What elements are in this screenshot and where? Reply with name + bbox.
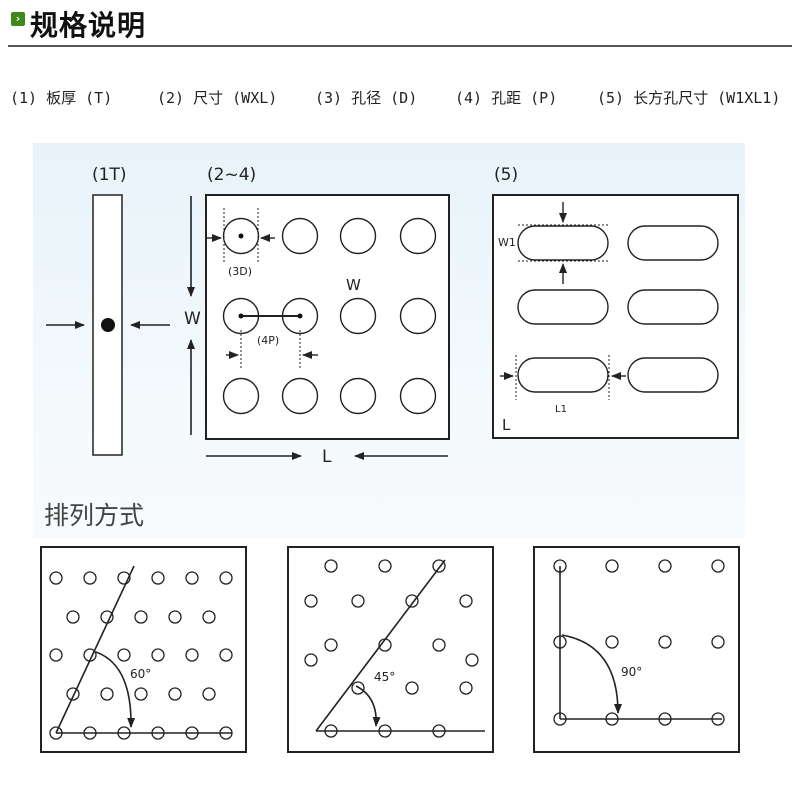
- pattern-hole: [49, 571, 63, 585]
- figure-slot-size: (5) W1 L1 L: [492, 165, 739, 439]
- angle-45-label: 45°: [374, 670, 395, 684]
- inner-w-label: W: [346, 276, 361, 294]
- spec-item-slot-size: (5) 长方孔尺寸 (W1XL1): [597, 89, 781, 107]
- angle-90-label: 90°: [621, 665, 642, 679]
- spec-item-hole-pitch: (4) 孔距 (P): [455, 89, 558, 107]
- pattern-hole: [219, 648, 233, 662]
- pattern-hole: [324, 559, 338, 573]
- round-hole: [281, 217, 319, 255]
- round-hole: [399, 297, 437, 335]
- pattern-hole: [185, 648, 199, 662]
- hole-dot: [101, 318, 115, 332]
- arrangement-90-deg: 90°: [533, 546, 740, 753]
- l-dimension-label: L: [322, 447, 332, 467]
- round-hole: [399, 217, 437, 255]
- pattern-hole: [658, 635, 672, 649]
- figure-slot-label: (5): [494, 165, 518, 185]
- pattern-hole: [605, 559, 619, 573]
- pattern-hole: [658, 559, 672, 573]
- pattern-hole: [134, 610, 148, 624]
- header-divider: [8, 45, 792, 47]
- spec-item-size: (2) 尺寸 (WXL): [157, 89, 278, 107]
- l1-label: L1: [555, 404, 567, 415]
- angle-60-label: 60°: [130, 667, 151, 681]
- spec-item-hole-diameter: (3) 孔径 (D): [315, 89, 418, 107]
- w-dimension-label: W: [184, 309, 201, 329]
- pattern-hole: [83, 571, 97, 585]
- round-hole: [399, 377, 437, 415]
- arrow-badge-icon: ›: [11, 12, 25, 26]
- arrangement-60-deg: 60°: [40, 546, 247, 753]
- pattern-hole: [378, 559, 392, 573]
- spec-list: (1) 板厚 (T) (2) 尺寸 (WXL) (3) 孔径 (D) (4) 孔…: [10, 87, 800, 111]
- round-hole: [222, 377, 260, 415]
- pattern-hole: [459, 681, 473, 695]
- pattern-hole: [168, 610, 182, 624]
- arrangement-45-deg: 45°: [287, 546, 494, 753]
- slot-hole: [627, 225, 719, 261]
- slot-grid: [517, 225, 719, 393]
- pattern-hole: [202, 610, 216, 624]
- pattern-hole: [100, 687, 114, 701]
- pattern-hole: [711, 635, 725, 649]
- pattern-hole: [185, 571, 199, 585]
- pattern-hole: [405, 594, 419, 608]
- hole-diameter-label: (3D): [228, 265, 252, 278]
- pattern-hole: [405, 681, 419, 695]
- figure-size-diameter-pitch: (2~4) (3D) (4P) W W L: [184, 165, 450, 467]
- header: › 规格说明: [0, 0, 800, 48]
- pattern-hole: [711, 559, 725, 573]
- pattern-hole: [66, 610, 80, 624]
- pattern-hole: [151, 571, 165, 585]
- l-label: L: [502, 416, 511, 434]
- page-title: 规格说明: [30, 9, 147, 42]
- pattern-hole: [117, 648, 131, 662]
- pattern-hole: [324, 638, 338, 652]
- pattern-hole: [351, 594, 365, 608]
- figure-thickness: (1T): [46, 165, 170, 456]
- spec-item-thickness: (1) 板厚 (T): [10, 89, 113, 107]
- pattern-hole: [351, 681, 365, 695]
- pattern-hole: [168, 687, 182, 701]
- pattern-hole: [459, 594, 473, 608]
- w1-label: W1: [498, 236, 516, 249]
- pattern-hole: [304, 594, 318, 608]
- pattern-hole: [202, 687, 216, 701]
- round-hole: [281, 377, 319, 415]
- pattern-hole: [605, 635, 619, 649]
- pitch-label: (4P): [257, 334, 279, 347]
- pattern-hole: [219, 571, 233, 585]
- pattern-hole: [432, 638, 446, 652]
- slot-hole: [627, 289, 719, 325]
- pattern-hole: [304, 653, 318, 667]
- figure-thickness-label: (1T): [92, 165, 126, 185]
- pattern-hole: [134, 687, 148, 701]
- slot-hole: [517, 357, 609, 393]
- slot-hole: [517, 289, 609, 325]
- figure-size-label: (2~4): [207, 165, 256, 185]
- slot-hole: [517, 225, 609, 261]
- round-hole: [339, 217, 377, 255]
- pattern-hole: [49, 648, 63, 662]
- arrangement-title: 排列方式: [44, 501, 144, 530]
- slot-hole: [627, 357, 719, 393]
- pattern-hole: [151, 648, 165, 662]
- pattern-hole: [465, 653, 479, 667]
- pattern-hole: [100, 610, 114, 624]
- round-hole: [339, 377, 377, 415]
- round-hole: [339, 297, 377, 335]
